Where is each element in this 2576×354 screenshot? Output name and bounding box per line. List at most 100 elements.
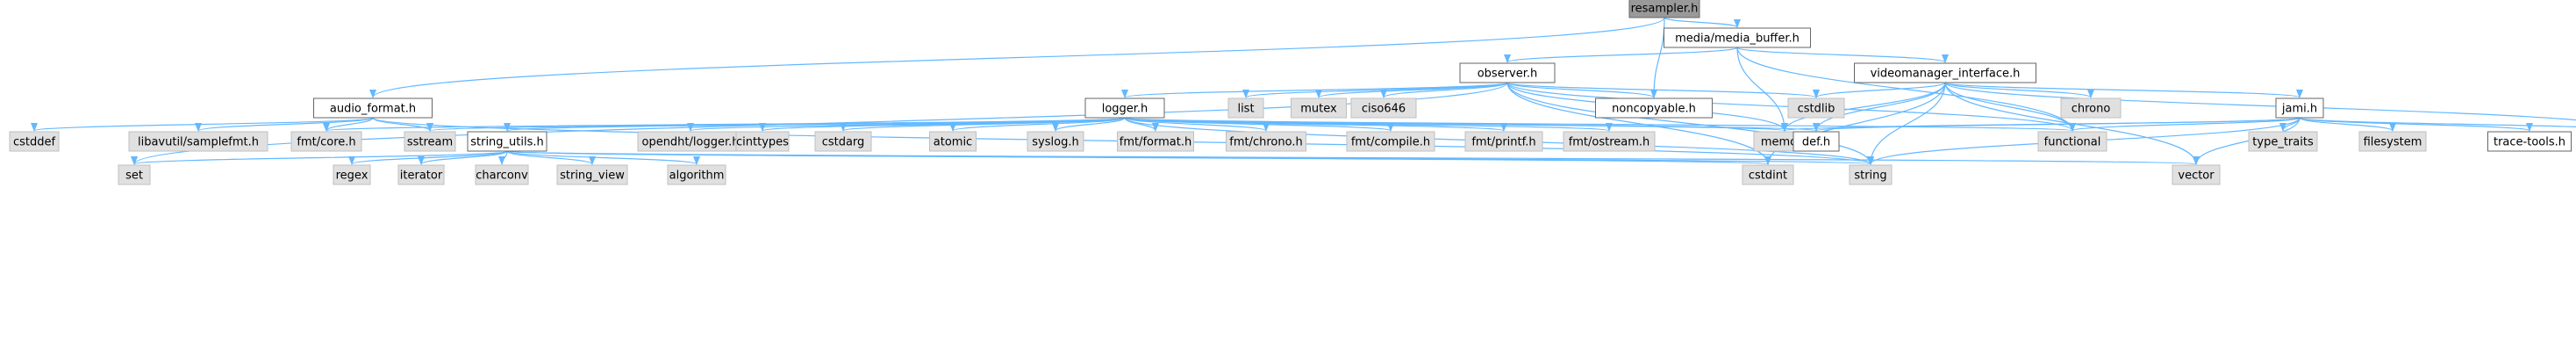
node-vector: vector xyxy=(2172,164,2221,185)
node-ciso646: ciso646 xyxy=(1350,98,1417,119)
node-logger-h[interactable]: logger.h xyxy=(1084,98,1165,119)
node-type-traits: type_traits xyxy=(2248,131,2318,152)
node-label: functional xyxy=(2044,136,2101,149)
node-label: string_utils.h xyxy=(470,136,544,149)
node-label: filesystem xyxy=(2364,136,2422,149)
node-label: cstddef xyxy=(13,136,56,149)
node-list: list xyxy=(1227,98,1264,119)
edge-jami_h-to-vector xyxy=(2193,117,2301,165)
node-iterator: iterator xyxy=(397,164,445,185)
node-label: jami.h xyxy=(2281,103,2317,116)
node-noncopyable-h[interactable]: noncopyable.h xyxy=(1595,98,1713,119)
edge-resampler_h-to-media_buffer_h xyxy=(1664,17,1741,28)
node-regex: regex xyxy=(333,164,371,185)
node-fmt-format-h: fmt/format.h xyxy=(1117,131,1194,152)
dependency-nodes: resampler.h media/media_buffer.h observer.… xyxy=(9,0,2572,185)
node-label: string xyxy=(1854,170,1886,183)
node-algorithm: algorithm xyxy=(667,164,726,185)
node-set: set xyxy=(118,164,151,185)
node-resampler-h: resampler.h xyxy=(1628,0,1700,18)
node-label: atomic xyxy=(934,136,972,149)
node-sstream: sstream xyxy=(404,131,456,152)
node-syslog-h: syslog.h xyxy=(1027,131,1084,152)
node-observer-h[interactable]: observer.h xyxy=(1459,62,1556,83)
node-cstdlib: cstdlib xyxy=(1787,98,1845,119)
edge-resampler_h-to-audio_format_h xyxy=(369,17,1665,98)
edge-string_utils_h-to-string xyxy=(506,150,1873,165)
node-label: cinttypes xyxy=(736,136,789,149)
edge-logger_h-to-syslog_h xyxy=(1052,117,1126,132)
node-cinttypes: cinttypes xyxy=(735,131,790,152)
edge-jami_h-to-filesystem xyxy=(2299,117,2396,132)
node-label: iterator xyxy=(400,170,443,183)
node-audio-format-h[interactable]: audio_format.h xyxy=(313,98,433,119)
node-label: ciso646 xyxy=(1362,103,1406,116)
node-opendht-logger-h: opendht/logger.h xyxy=(637,131,744,152)
node-string-utils-h[interactable]: string_utils.h xyxy=(467,131,547,152)
node-label: charconv xyxy=(476,170,528,183)
edge-jami_h-to-map xyxy=(2299,117,2576,127)
node-charconv: charconv xyxy=(475,164,529,185)
node-label: fmt/printf.h xyxy=(1471,136,1535,149)
node-filesystem: filesystem xyxy=(2358,131,2427,152)
edge-string_utils_h-to-set xyxy=(131,150,508,165)
node-label: chrono xyxy=(2072,103,2111,116)
node-label: set xyxy=(125,170,143,183)
node-label: mutex xyxy=(1300,103,1337,116)
node-label: syslog.h xyxy=(1032,136,1078,149)
node-label: audio_format.h xyxy=(330,103,416,116)
edge-string_utils_h-to-algorithm xyxy=(506,150,700,165)
node-label: sstream xyxy=(407,136,453,149)
edge-media_buffer_h-to-memory xyxy=(1736,47,1788,132)
edge-jami_h-to-functional xyxy=(2069,117,2301,132)
edge-audio_format_h-to-cstddef xyxy=(31,117,374,132)
edge-videomanager_interface_h-to-def_h xyxy=(1813,82,1946,132)
node-label: videomanager_interface.h xyxy=(1871,68,2021,81)
node-label: cstdlib xyxy=(1798,103,1835,116)
edge-string_utils_h-to-regex xyxy=(348,150,508,165)
node-fmt-chrono-h: fmt/chrono.h xyxy=(1226,131,1306,152)
node-label: regex xyxy=(336,170,369,183)
edge-string_utils_h-to-charconv xyxy=(498,150,508,165)
edge-jami_h-to-trace_tools_h xyxy=(2299,117,2533,132)
edge-videomanager_interface_h-to-cstdlib xyxy=(1813,82,1946,98)
node-videomanager-interface-h[interactable]: videomanager_interface.h xyxy=(1854,62,2036,83)
node-label: fmt/chrono.h xyxy=(1229,136,1302,149)
edge-videomanager_interface_h-to-chrono xyxy=(1944,82,2094,98)
edge-videomanager_interface_h-to-map xyxy=(1944,82,2576,121)
node-label: resampler.h xyxy=(1631,3,1699,16)
node-def-h[interactable]: def.h xyxy=(1792,131,1840,152)
node-mutex: mutex xyxy=(1291,98,1347,119)
edge-videomanager_interface_h-to-string xyxy=(1867,82,1946,165)
node-media-buffer-h[interactable]: media/media_buffer.h xyxy=(1664,27,1811,48)
node-label: noncopyable.h xyxy=(1612,103,1696,116)
edge-observer_h-to-string xyxy=(1506,82,1874,165)
edge-media_buffer_h-to-observer_h xyxy=(1504,47,1738,63)
node-trace-tools-h[interactable]: trace-tools.h xyxy=(2487,131,2572,152)
node-label: observer.h xyxy=(1478,68,1538,81)
edge-observer_h-to-cstdlib xyxy=(1506,82,1820,98)
node-label: vector xyxy=(2178,170,2215,183)
edge-observer_h-to-list xyxy=(1242,82,1508,98)
node-string-view: string_view xyxy=(556,164,628,185)
edge-logger_h-to-fmt_chrono_h xyxy=(1124,117,1270,132)
node-fmt-compile-h: fmt/compile.h xyxy=(1346,131,1435,152)
edge-logger_h-to-atomic xyxy=(949,117,1126,132)
node-label: fmt/core.h xyxy=(297,136,355,149)
node-fmt-core-h: fmt/core.h xyxy=(290,131,362,152)
node-jami-h[interactable]: jami.h xyxy=(2275,98,2324,119)
edge-media_buffer_h-to-videomanager_interface_h xyxy=(1736,47,1949,63)
node-fmt-ostream-h: fmt/ostream.h xyxy=(1563,131,1656,152)
node-label: fmt/compile.h xyxy=(1351,136,1430,149)
node-label: logger.h xyxy=(1102,103,1148,116)
edge-jami_h-to-def_h xyxy=(1813,117,2301,132)
node-chrono: chrono xyxy=(2060,98,2122,119)
node-label: type_traits xyxy=(2252,136,2314,149)
edge-observer_h-to-mutex xyxy=(1315,82,1508,98)
node-cstdint: cstdint xyxy=(1742,164,1794,185)
node-libavutil-samplefmt-h: libavutil/samplefmt.h xyxy=(128,131,268,152)
edge-string_utils_h-to-vector xyxy=(506,150,2198,165)
node-atomic: atomic xyxy=(929,131,977,152)
node-label: libavutil/samplefmt.h xyxy=(138,136,259,149)
